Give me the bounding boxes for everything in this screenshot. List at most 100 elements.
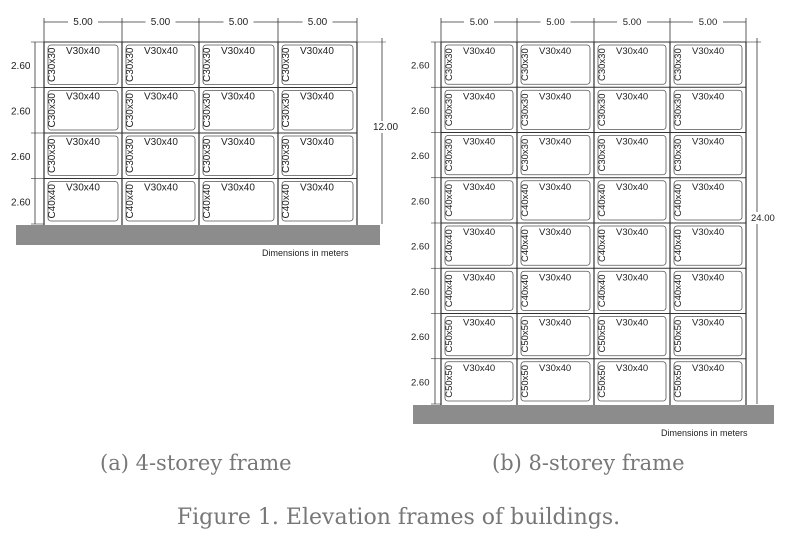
frame-panel: [444, 180, 514, 221]
column-label: C30x30: [673, 48, 684, 81]
total-height-label: 24.00: [751, 213, 775, 224]
beam-label: V30x40: [539, 91, 571, 102]
total-height-label-bg: [750, 212, 780, 224]
bay-label-bg: [302, 16, 333, 27]
beam-label: V30x40: [66, 92, 100, 103]
frame-panel: [281, 135, 354, 176]
frame-panel: [673, 270, 743, 311]
beam-label: V30x40: [300, 46, 334, 57]
beam-label: V30x40: [692, 227, 724, 238]
storey-height-label: 2.60: [411, 61, 430, 72]
frame-panel: [47, 44, 119, 85]
beam-label: V30x40: [66, 183, 100, 194]
beam-label: V30x40: [539, 272, 571, 283]
frame-panel: [673, 225, 743, 266]
ground-slab: [413, 405, 774, 424]
frame-panel: [673, 361, 743, 402]
beam-label: V30x40: [616, 227, 648, 238]
ground-slab: [16, 225, 380, 245]
column-label: C30x30: [444, 48, 455, 81]
column-label: C40x40: [597, 229, 608, 262]
column-label: C50x50: [520, 320, 531, 353]
frame-panel: [125, 90, 196, 131]
column-label: C50x50: [444, 320, 455, 353]
column-label: C50x50: [673, 320, 684, 353]
storey-height-label: 2.60: [411, 377, 430, 388]
column-label: C30x30: [202, 93, 213, 128]
storey-height-label: 2.60: [11, 152, 31, 163]
frame-panel: [125, 135, 196, 176]
storey-height-label: 2.60: [11, 197, 31, 208]
storey-height-label: 2.60: [411, 332, 430, 343]
beam-label: V30x40: [221, 46, 255, 57]
frame-panel: [202, 181, 275, 222]
beam-label: V30x40: [144, 183, 178, 194]
frame-panel: [597, 361, 667, 402]
beam-label: V30x40: [692, 272, 724, 283]
frame-panel: [444, 270, 514, 311]
frame-panel: [597, 89, 667, 130]
column-label: C50x50: [444, 365, 455, 398]
frame-panel: [444, 225, 514, 266]
column-label: C50x50: [673, 365, 684, 398]
beam-label: V30x40: [463, 182, 495, 193]
beam-label: V30x40: [221, 183, 255, 194]
bay-width-label: 5.00: [73, 17, 93, 28]
frame-panel: [47, 90, 119, 131]
beam-label: V30x40: [144, 137, 178, 148]
beam-label: V30x40: [616, 363, 648, 374]
column-label: C40x40: [47, 184, 58, 219]
beam-label: V30x40: [539, 227, 571, 238]
frame-panel: [597, 270, 667, 311]
column-label: C40x40: [597, 275, 608, 308]
beam-label: V30x40: [539, 182, 571, 193]
frame-panel: [281, 181, 354, 222]
frame-panel: [520, 316, 591, 357]
storey-height-label: 2.60: [411, 242, 430, 253]
beam-label: V30x40: [144, 46, 178, 57]
frame-panel: [520, 89, 591, 130]
storey-height-label: 2.60: [11, 61, 31, 72]
total-height-label-bg: [372, 121, 402, 133]
beam-label: V30x40: [692, 46, 724, 57]
column-label: C40x40: [673, 275, 684, 308]
frame-panel: [47, 181, 119, 222]
beam-label: V30x40: [616, 137, 648, 148]
column-label: C40x40: [444, 229, 455, 262]
column-label: C30x30: [47, 93, 58, 128]
frame-panel: [520, 225, 591, 266]
frame-panel: [47, 135, 119, 176]
column-label: C40x40: [520, 229, 531, 262]
frame-panel: [125, 181, 196, 222]
beam-label: V30x40: [463, 272, 495, 283]
beam-label: V30x40: [463, 363, 495, 374]
storey-height-label: 2.60: [411, 106, 430, 117]
column-label: C40x40: [202, 184, 213, 219]
column-label: C30x30: [125, 47, 136, 82]
frame-panel: [202, 90, 275, 131]
bay-width-label: 5.00: [229, 17, 249, 28]
frame-panel: [673, 316, 743, 357]
column-label: C30x30: [125, 93, 136, 128]
bay-width-label: 5.00: [308, 17, 328, 28]
column-label: C40x40: [520, 184, 531, 217]
column-label: C50x50: [520, 365, 531, 398]
column-label: C30x30: [281, 93, 292, 128]
frame-panel: [444, 361, 514, 402]
frame-panel: [281, 44, 354, 85]
frame-panel: [444, 316, 514, 357]
column-label: C30x30: [444, 139, 455, 172]
total-height-label: 12.00: [373, 122, 398, 133]
column-label: C40x40: [125, 184, 136, 219]
frame-panel: [597, 316, 667, 357]
beam-label: V30x40: [300, 183, 334, 194]
column-label: C30x30: [597, 48, 608, 81]
beam-label: V30x40: [144, 92, 178, 103]
column-label: C40x40: [444, 275, 455, 308]
caption-4-storey: (a) 4-storey frame: [100, 451, 292, 475]
beam-label: V30x40: [616, 318, 648, 329]
frame-panel: [444, 135, 514, 176]
column-label: C40x40: [673, 184, 684, 217]
